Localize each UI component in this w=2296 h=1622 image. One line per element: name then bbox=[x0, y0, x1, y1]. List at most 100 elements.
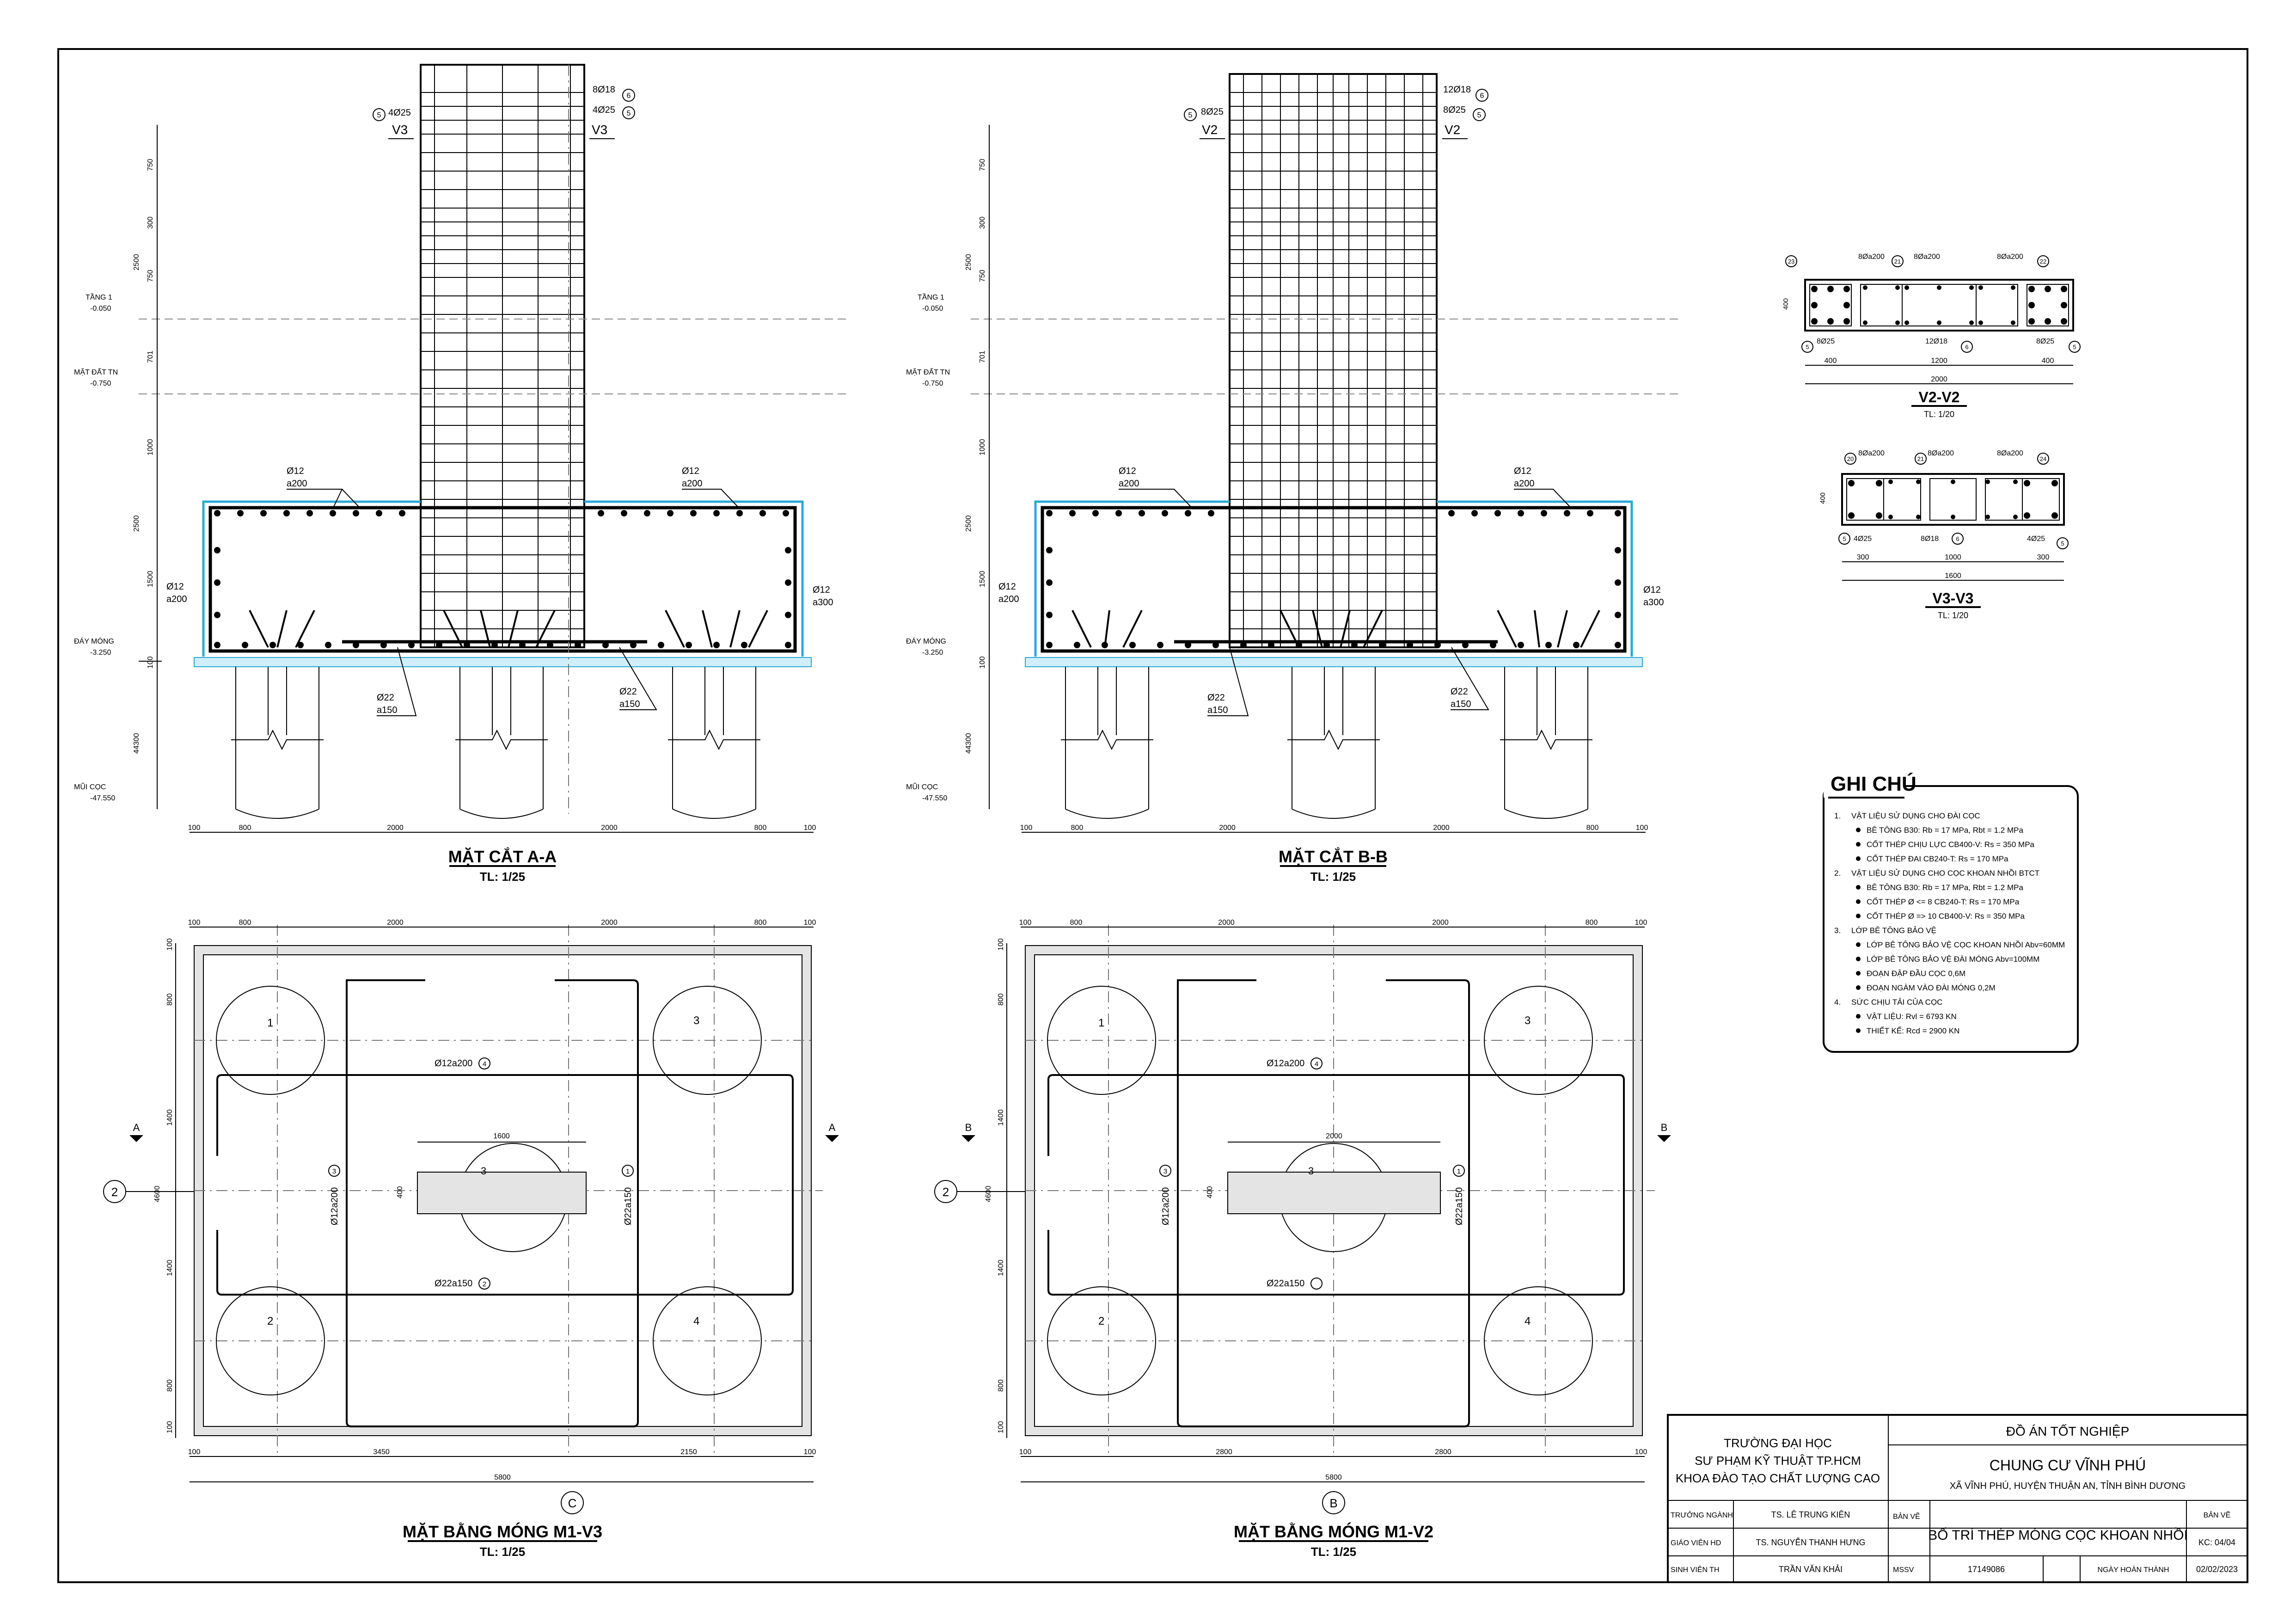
v2-bar-right: 8Ø25 bbox=[2036, 338, 2054, 345]
plan-v2-scale: TL: 1/25 bbox=[1311, 1545, 1356, 1559]
plan-left-dim-3-v2: 4600 bbox=[985, 1186, 992, 1202]
axis-bubble-c: C bbox=[568, 1496, 577, 1510]
school-line-1: TRƯỜNG ĐẠI HỌC bbox=[1724, 1436, 1832, 1450]
level-ground-value-a: -0.750 bbox=[90, 380, 111, 387]
level-pile-tip-b: MŨI CỌC bbox=[906, 782, 938, 791]
v2-title: V2-V2 bbox=[1919, 389, 1960, 406]
note-text: LỚP BÊ TÔNG BẢO VỆ bbox=[1851, 926, 1936, 935]
note-text: LỚP BÊ TÔNG BẢO VỆ CỌC KHOAN NHỒI Abv=60… bbox=[1867, 940, 2065, 949]
note-bullet bbox=[1856, 842, 1861, 847]
v3-dim-1: 300 bbox=[1857, 553, 1869, 561]
rebar-bottom-left-spacing-b: a150 bbox=[1207, 705, 1228, 715]
column-label-right-b: V2 bbox=[1445, 123, 1460, 137]
column-label-left-b: V2 bbox=[1202, 123, 1218, 137]
date-value: 02/02/2023 bbox=[2196, 1565, 2238, 1574]
note-text: BÊ TÔNG B30: Rb = 17 MPa, Rbt = 1.2 MPa bbox=[1867, 883, 2023, 892]
vdim-300-b: 300 bbox=[979, 216, 986, 229]
level-tang1-b: TẦNG 1 bbox=[918, 293, 944, 301]
project-name: CHUNG CƯ VĨNH PHÚ bbox=[1990, 1457, 2146, 1474]
plan-bot-dim-3-v2: 100 bbox=[1635, 1448, 1647, 1456]
plan-bot-dim-1-v2: 2800 bbox=[1216, 1448, 1232, 1456]
v3-total: 1600 bbox=[1945, 572, 1961, 580]
plan-top-dim-0-v2: 100 bbox=[1019, 919, 1032, 927]
role-3-name: TRẦN VĂN KHẢI bbox=[1779, 1564, 1843, 1574]
vdim-300-a: 300 bbox=[147, 216, 154, 229]
v3-bar-right: 4Ø25 bbox=[2027, 535, 2045, 543]
level-tang1-value-b: -0.050 bbox=[922, 305, 943, 313]
v2-tag-3: 22 bbox=[2040, 258, 2046, 265]
rebar-top-left-spacing-a: a200 bbox=[287, 479, 307, 489]
school-line-3: KHOA ĐÀO TẠO CHẤT LƯỢNG CAO bbox=[1676, 1471, 1880, 1485]
rebar-top-right-spacing-b: a200 bbox=[1514, 479, 1535, 489]
note-bullet bbox=[1856, 885, 1861, 890]
plan-v3-title: MẶT BẰNG MÓNG M1-V3 bbox=[403, 1522, 602, 1541]
plan-v3-scale: TL: 1/25 bbox=[480, 1545, 525, 1559]
notes-box: GHI CHÚ 1.VẬT LIỆU SỬ DỤNG CHO ĐÀI CỌCBÊ… bbox=[1823, 770, 2079, 1053]
plan-top-dim-3-v2: 2000 bbox=[1432, 919, 1449, 927]
v3-bar-mid: 8Ø18 bbox=[1921, 535, 1939, 543]
plan-left-dim-1-v2: 800 bbox=[997, 993, 1005, 1006]
plan-left-dim-1-v3: 800 bbox=[166, 993, 174, 1006]
notes-title: GHI CHÚ bbox=[1831, 772, 1916, 795]
tag-right1-b: 6 bbox=[1480, 92, 1484, 100]
bar4-tag-v3: 4 bbox=[483, 1060, 486, 1068]
vdim-750b-b: 750 bbox=[979, 270, 986, 282]
tag-left-a: 5 bbox=[377, 111, 381, 119]
plan-bot-dim-2-v2: 2800 bbox=[1435, 1448, 1451, 1456]
vdim-100-b: 100 bbox=[979, 656, 986, 669]
level-ground-a: MẶT ĐẤT TN bbox=[74, 368, 118, 376]
note-bullet bbox=[1856, 957, 1861, 961]
vdim-44300-b: 44300 bbox=[965, 733, 973, 754]
top-bars-left-a: 4Ø25 bbox=[388, 108, 411, 118]
core-pile-label-v2: 3 bbox=[1308, 1165, 1314, 1177]
role-3-label: SINH VIÊN TH bbox=[1671, 1565, 1720, 1574]
v3-title: V3-V3 bbox=[1933, 590, 1974, 607]
hdim-800b-a: 800 bbox=[754, 824, 767, 832]
v3-stirrup-1: 8Øa200 bbox=[1858, 449, 1885, 457]
hdim-2000-b: 2000 bbox=[1219, 824, 1236, 832]
plan-top-dim-2-v3: 2000 bbox=[387, 919, 404, 927]
note-bullet bbox=[1856, 914, 1861, 918]
note-bullet bbox=[1856, 942, 1861, 947]
vdim-2500-a: 2500 bbox=[133, 254, 141, 270]
v3-scale: TL: 1/20 bbox=[1938, 611, 1968, 620]
section-b-title: MẶT CẮT B-B bbox=[1279, 847, 1388, 866]
plan-left-dim-5-v3: 800 bbox=[166, 1379, 174, 1392]
top-bars-right1-a: 8Ø18 bbox=[593, 85, 615, 95]
note-text: ĐOẠN ĐẬP ĐẦU CỌC 0,6M bbox=[1867, 969, 1965, 978]
plan-left-dim-2-v3: 1400 bbox=[166, 1109, 174, 1126]
detail-v3-v3: 8Øa200 8Øa200 8Øa200 20 21 24 4Ø25 8Ø18 … bbox=[1819, 449, 2069, 620]
rebar-bottom-left-a: Ø22 bbox=[377, 693, 394, 703]
sheet-border bbox=[57, 48, 2248, 1583]
bar3-label-v2: Ø12a200 bbox=[1161, 1187, 1171, 1225]
v2-dim-1: 400 bbox=[1825, 357, 1837, 365]
core-height-dim-v3: 400 bbox=[396, 1186, 404, 1198]
vdim-1500-b: 1500 bbox=[979, 571, 986, 587]
section-b-scale: TL: 1/25 bbox=[1310, 870, 1356, 884]
tag-right2-b: 5 bbox=[1477, 111, 1482, 119]
bar1-label-v3: Ø22a150 bbox=[623, 1187, 633, 1225]
rebar-top-left-a: Ø12 bbox=[287, 466, 304, 476]
level-base-b: ĐÁY MÓNG bbox=[906, 637, 946, 645]
v3-tag-3: 24 bbox=[2040, 455, 2046, 462]
v3-tag-5: 6 bbox=[1956, 535, 1959, 542]
detail-v2-v2: 8Øa200 8Øa200 8Øa200 23 21 22 8Ø25 12Ø18… bbox=[1782, 253, 2081, 419]
note-number: 4. bbox=[1834, 998, 1841, 1007]
rebar-side-left-b: Ø12 bbox=[998, 582, 1016, 592]
plan-bot-dim-2-v3: 2150 bbox=[680, 1448, 697, 1456]
section-b-b: TẦNG 1 -0.050 MẶT ĐẤT TN -0.750 ĐÁY MÓNG… bbox=[906, 73, 1678, 884]
vdim-701-b: 701 bbox=[979, 350, 986, 363]
mssv-value: 17149086 bbox=[1968, 1565, 2005, 1574]
note-bullet bbox=[1856, 1028, 1861, 1033]
vdim-750b-a: 750 bbox=[147, 270, 154, 282]
plan-left-dim-0-v3: 100 bbox=[166, 938, 174, 951]
hdim-800-b: 800 bbox=[1071, 824, 1084, 832]
note-number: 2. bbox=[1834, 869, 1841, 878]
plan-bot-dim-0-v2: 100 bbox=[1019, 1448, 1032, 1456]
top-bars-left-b: 8Ø25 bbox=[1201, 107, 1224, 117]
vdim-1000-a: 1000 bbox=[147, 439, 154, 455]
note-text: CỐT THÉP Ø => 10 CB400-V: Rs = 350 MPa bbox=[1867, 911, 2025, 921]
project-address: XÃ VĨNH PHÚ, HUYỆN THUẬN AN, TỈNH BÌNH D… bbox=[1950, 1480, 2186, 1491]
cut-mark-left-v3: A bbox=[133, 1122, 140, 1133]
rebar-top-left-b: Ø12 bbox=[1119, 466, 1136, 476]
